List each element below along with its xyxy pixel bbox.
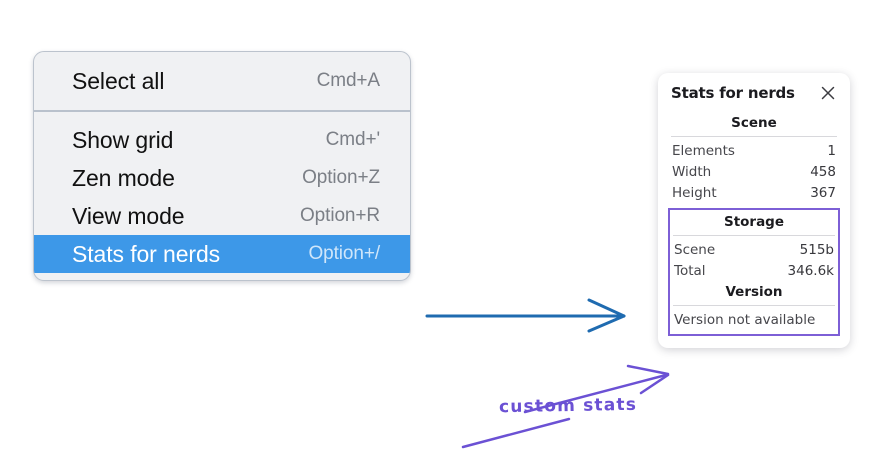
blue-arrow-annotation xyxy=(425,298,626,333)
menu-item-label: Zen mode xyxy=(72,164,175,191)
menu-item-zen-mode[interactable]: Zen mode Option+Z xyxy=(34,159,410,197)
handwritten-label-custom-stats: custom stats xyxy=(498,394,638,418)
section-heading-scene: Scene xyxy=(731,115,777,131)
stat-value: 458 xyxy=(810,163,836,180)
menu-item-shortcut: Option+Z xyxy=(302,167,380,188)
stat-row-width: Width 458 xyxy=(671,161,837,182)
stats-section-scene: Scene Elements 1 Width 458 Height 367 xyxy=(671,112,837,203)
divider xyxy=(673,305,835,306)
section-heading-storage: Storage xyxy=(723,214,785,230)
menu-item-shortcut: Cmd+' xyxy=(325,129,380,150)
menu-item-shortcut: Option+R xyxy=(300,205,380,226)
menu-item-shortcut: Option+/ xyxy=(308,243,380,264)
stat-label: Elements xyxy=(672,142,735,159)
stat-value: 346.6k xyxy=(787,262,834,279)
stat-label: Height xyxy=(672,184,717,201)
divider xyxy=(673,235,835,236)
menu-item-view-mode[interactable]: View mode Option+R xyxy=(34,197,410,235)
menu-item-select-all[interactable]: Select all Cmd+A xyxy=(34,62,410,100)
stat-row-elements: Elements 1 xyxy=(671,140,837,161)
section-heading-version: Version xyxy=(725,284,783,300)
menu-item-stats-for-nerds[interactable]: Stats for nerds Option+/ xyxy=(34,235,410,273)
divider xyxy=(671,136,837,137)
menu-item-show-grid[interactable]: Show grid Cmd+' xyxy=(34,121,410,159)
menu-group-primary: Select all Cmd+A xyxy=(34,52,410,112)
menu-item-label: View mode xyxy=(72,202,185,229)
stats-section-storage: Storage Scene 515b Total 346.6k xyxy=(673,211,835,281)
stat-label: Scene xyxy=(674,241,716,258)
stats-panel-header: Stats for nerds xyxy=(671,84,837,102)
stat-value: 367 xyxy=(810,184,836,201)
close-icon[interactable] xyxy=(819,84,837,102)
menu-item-shortcut: Cmd+A xyxy=(316,70,380,91)
menu-item-label: Stats for nerds xyxy=(72,240,221,267)
menu-item-label: Show grid xyxy=(72,126,174,153)
stat-label: Width xyxy=(672,163,712,180)
context-menu: Select all Cmd+A Show grid Cmd+' Zen mod… xyxy=(33,51,411,281)
stat-label: Total xyxy=(674,262,706,279)
stat-row-height: Height 367 xyxy=(671,182,837,203)
stats-panel-title: Stats for nerds xyxy=(671,84,795,102)
stat-value: 515b xyxy=(799,241,834,258)
stats-for-nerds-panel: Stats for nerds Scene Elements 1 Width 4… xyxy=(658,73,850,348)
version-note: Version not available xyxy=(674,312,816,328)
menu-item-label: Select all xyxy=(72,67,165,94)
custom-stats-highlight-box: Storage Scene 515b Total 346.6k Version … xyxy=(668,208,840,336)
stat-row-storage-scene: Scene 515b xyxy=(673,239,835,260)
stats-section-version: Version Version not available xyxy=(673,281,835,329)
stat-row-storage-total: Total 346.6k xyxy=(673,260,835,281)
menu-group-view: Show grid Cmd+' Zen mode Option+Z View m… xyxy=(34,112,410,280)
stat-value: 1 xyxy=(827,142,836,159)
purple-underline-annotation xyxy=(461,417,571,449)
